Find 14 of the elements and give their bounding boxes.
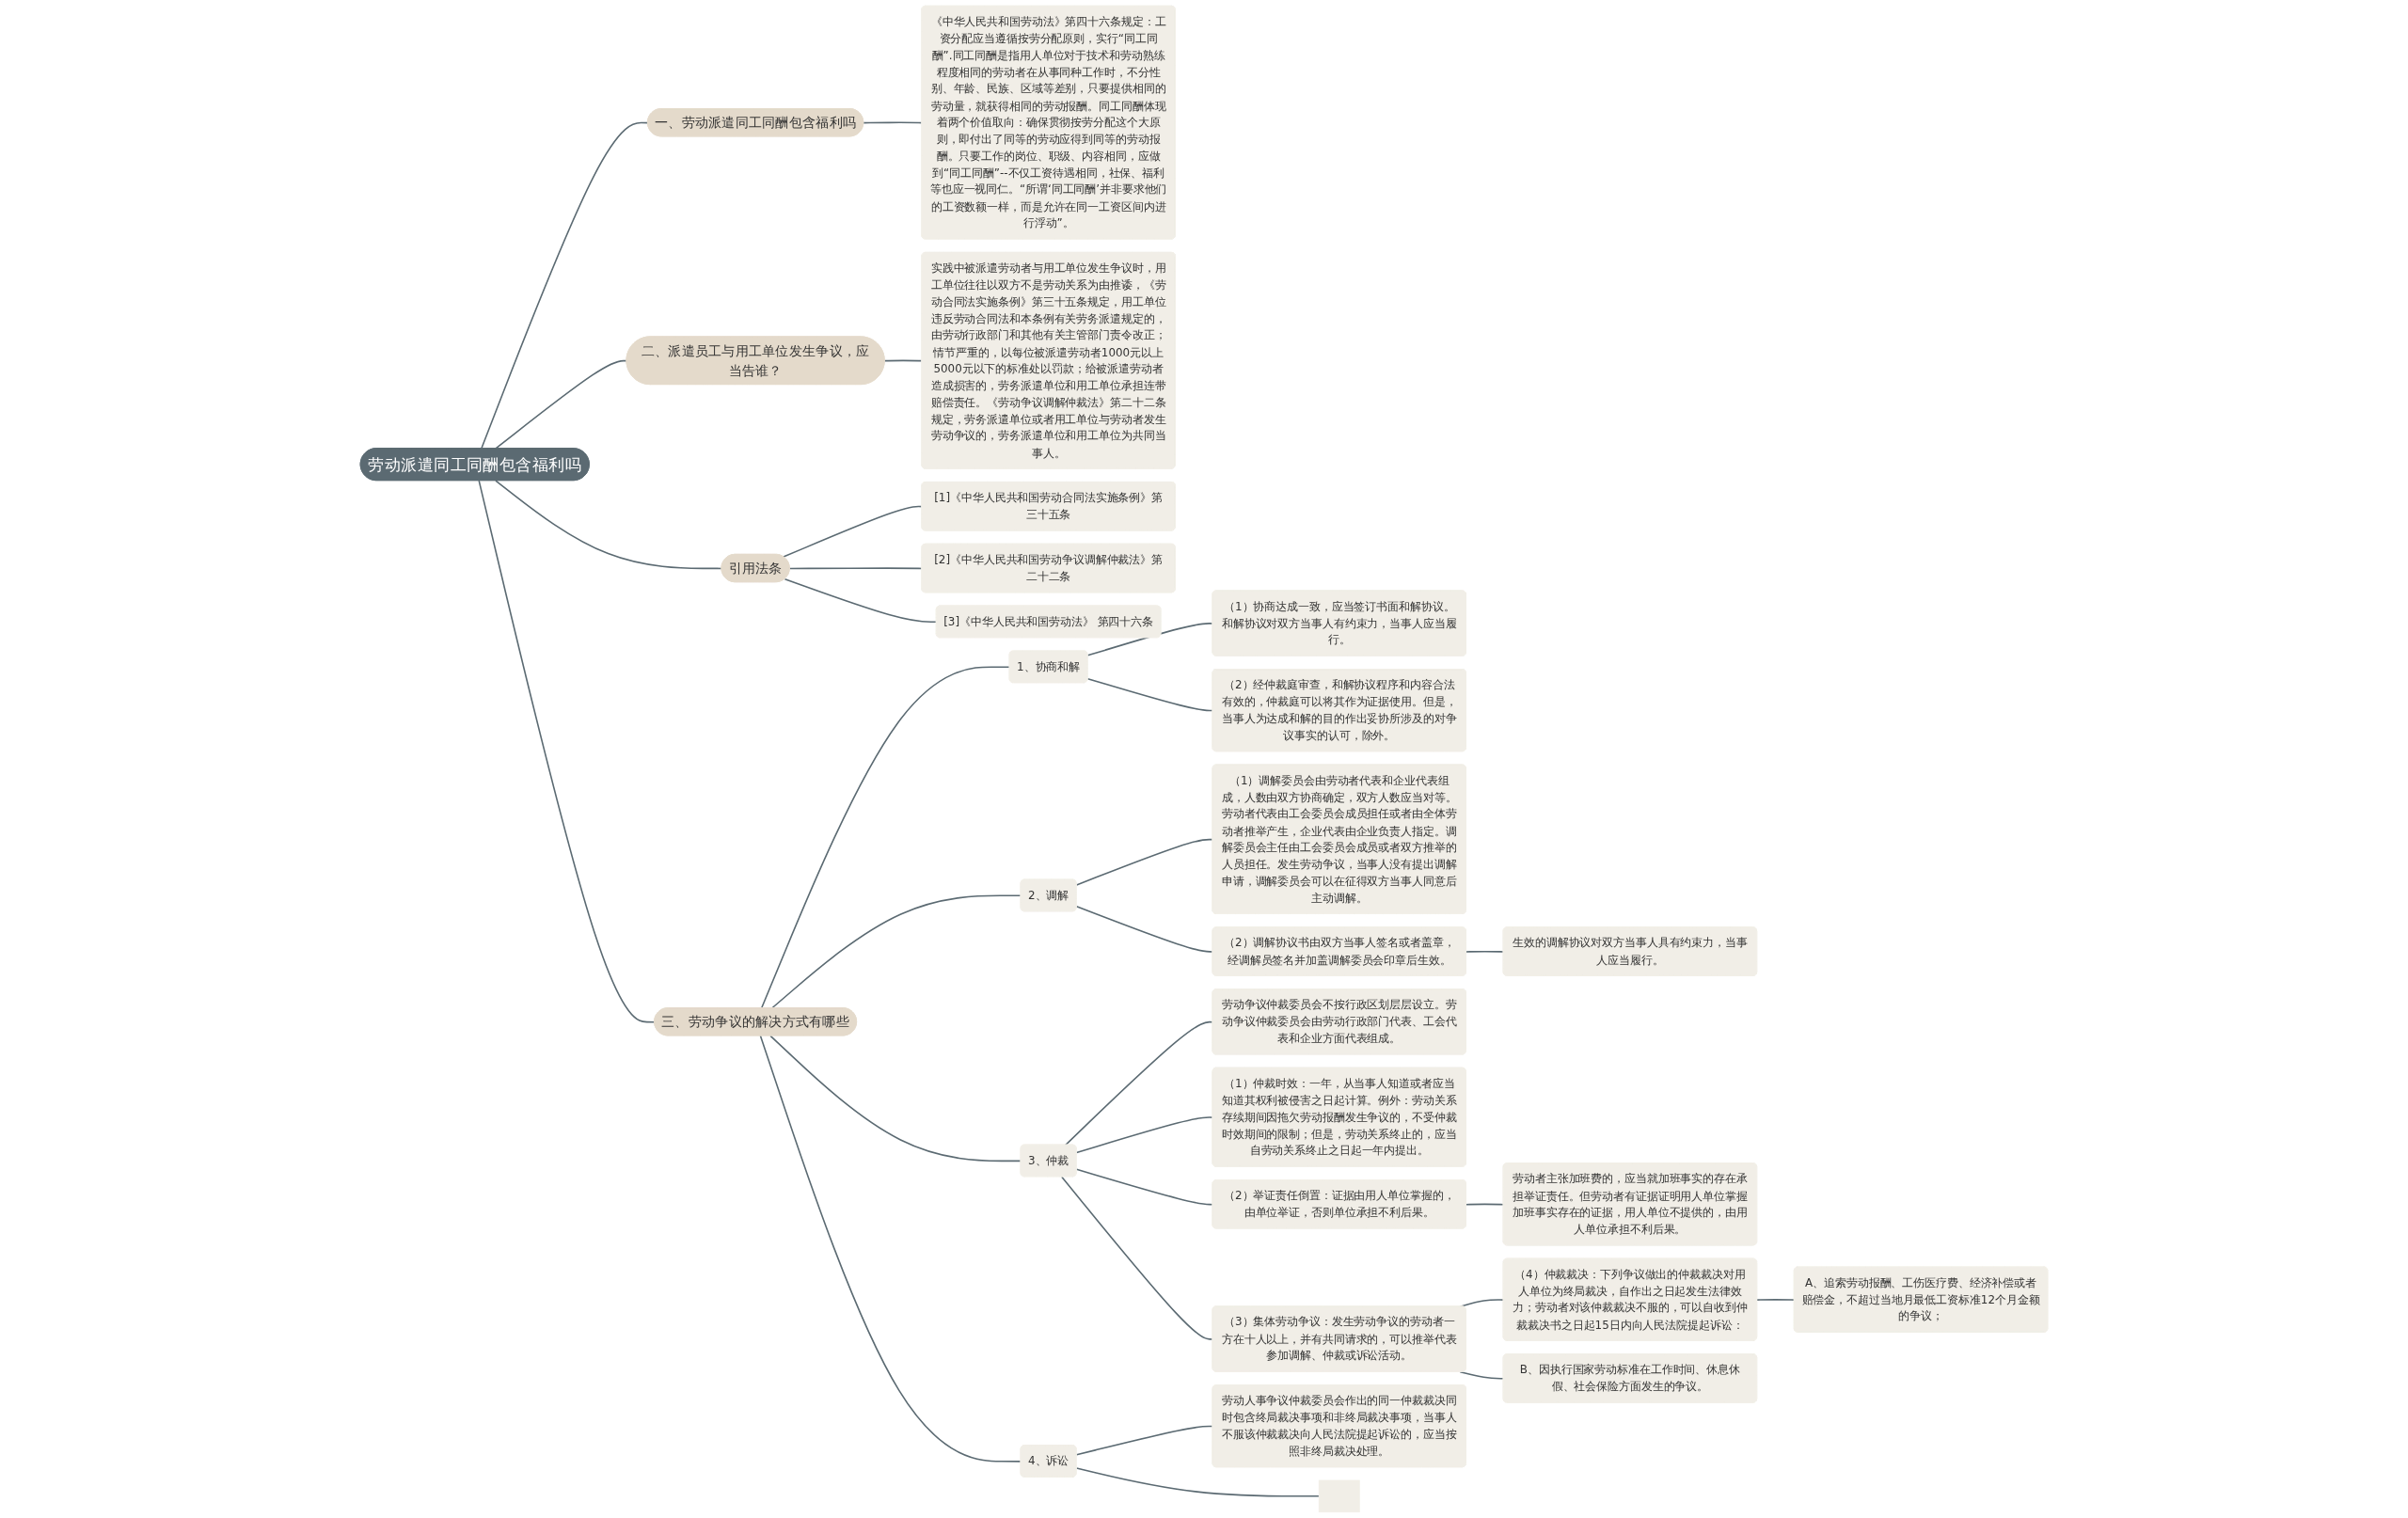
connector <box>478 480 656 1023</box>
connector <box>1465 1203 1505 1206</box>
connector <box>759 1035 1022 1463</box>
connector <box>481 121 649 450</box>
connector <box>770 894 1022 1009</box>
connector <box>1459 1370 1505 1380</box>
connector <box>784 577 938 624</box>
connector <box>769 1035 1022 1162</box>
connector <box>760 666 1011 1009</box>
node-box <box>1318 1479 1360 1513</box>
connector <box>1465 950 1505 953</box>
connector <box>1756 1299 1796 1301</box>
connector <box>495 359 628 450</box>
connector <box>1075 1467 1320 1497</box>
